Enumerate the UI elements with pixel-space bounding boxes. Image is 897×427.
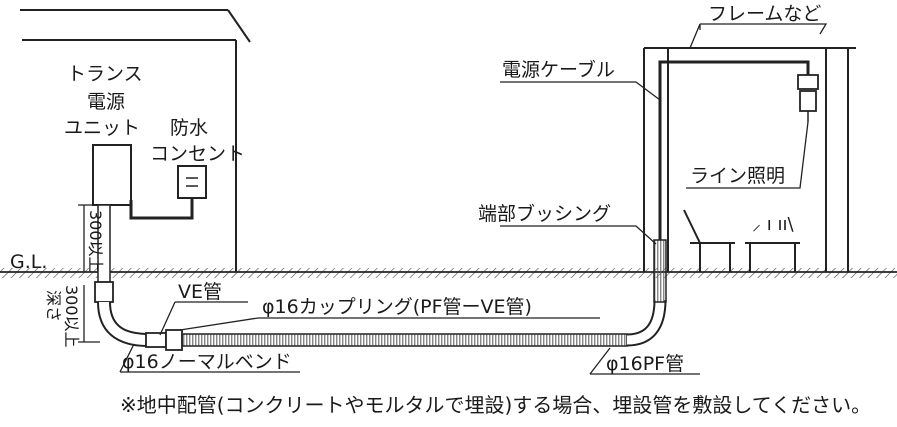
furniture: ⸝ ı ıı\ bbox=[683, 209, 800, 272]
coupling bbox=[145, 329, 183, 351]
label-waterproof-1: 防水 bbox=[170, 117, 208, 139]
ground-line bbox=[0, 268, 897, 278]
label-normal-bend: φ16ノーマルベンド bbox=[122, 351, 292, 373]
footnote: ※地中配管(コンクリートやモルタルで埋設)する場合、埋設管を敷設してください。 bbox=[120, 393, 871, 417]
outlet-cable bbox=[129, 198, 194, 220]
label-coupling: φ16カップリング(PF管ーVE管) bbox=[262, 296, 532, 318]
label-transformer-3: ユニット bbox=[64, 117, 140, 139]
label-power-cable: 電源ケーブル bbox=[502, 58, 615, 81]
label-ve-pipe: VE管 bbox=[178, 281, 222, 303]
ve-pipe bbox=[94, 204, 114, 303]
line-light-fixture bbox=[797, 74, 819, 122]
label-pf-pipe: φ16PF管 bbox=[606, 353, 684, 375]
label-transformer-1: トランス bbox=[67, 63, 143, 85]
svg-text:⸝ ı ıı\: ⸝ ı ıı\ bbox=[752, 214, 794, 235]
leader-lines bbox=[119, 23, 828, 375]
label-frame: フレームなど bbox=[708, 3, 821, 25]
label-end-bushing: 端部ブッシング bbox=[478, 202, 611, 225]
waterproof-outlet bbox=[177, 165, 207, 199]
label-height-300: 300以上 bbox=[86, 210, 105, 273]
label-transformer-2: 電源 bbox=[87, 91, 125, 113]
pf-pipe bbox=[181, 239, 667, 347]
label-depth-300: 300以上 bbox=[62, 285, 81, 348]
house-wall bbox=[20, 9, 251, 272]
label-gl: G.L. bbox=[10, 251, 47, 273]
transformer-unit bbox=[92, 144, 132, 206]
pergola-frame bbox=[643, 47, 856, 272]
dimension-lines bbox=[78, 204, 100, 343]
power-cable-line bbox=[658, 60, 810, 240]
label-depth: 深さ bbox=[44, 290, 63, 322]
label-line-light: ライン照明 bbox=[690, 165, 785, 187]
label-waterproof-2: コンセント bbox=[150, 143, 245, 165]
